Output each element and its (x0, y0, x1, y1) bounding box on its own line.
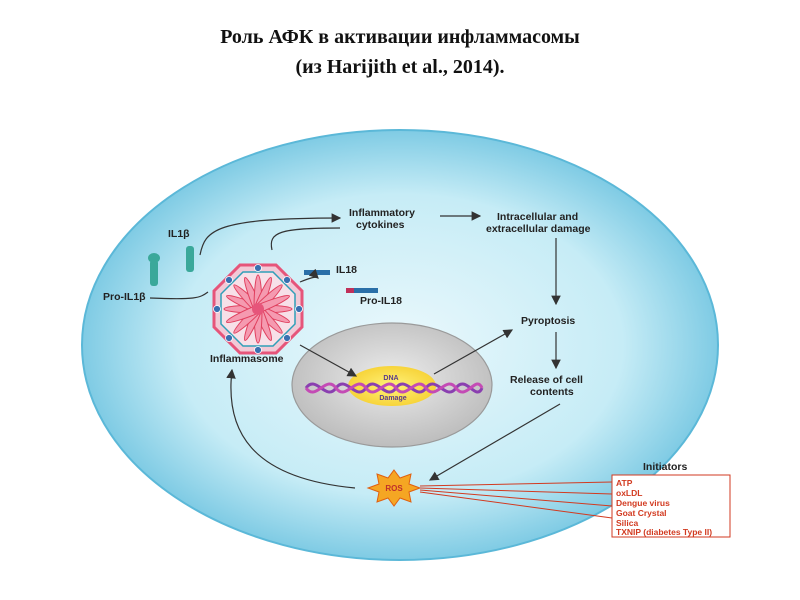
ros-burst: ROS (366, 469, 422, 507)
initiator-lines (419, 481, 613, 519)
ros-label: ROS (385, 484, 403, 493)
il1b-label: IL1β (168, 228, 190, 240)
arrow-ros-to-inflammasome (226, 368, 356, 489)
title-line-1: Роль АФК в активации инфламмасомы (220, 26, 580, 48)
dna-strand-b (304, 382, 484, 394)
initiator-item: TXNIP (diabetes Type II) (616, 527, 712, 537)
arrow-cytokines-branch (270, 227, 341, 251)
initiator-item: Goat Crystal (616, 508, 667, 518)
initiator-item: oxLDL (616, 488, 642, 498)
initiator-item: ATP (616, 478, 633, 488)
arrow-il18-out (299, 268, 319, 283)
initiators-heading: Initiators (643, 461, 687, 473)
pro-il1b-label: Pro-IL1β (103, 291, 146, 303)
arrow-pro-il1b-in (149, 291, 209, 300)
inflammatory-cytokines-label-1: Inflammatory (349, 207, 415, 219)
pro-il18-molecule-part-1 (346, 288, 354, 293)
release-label-1: Release of cell (510, 374, 583, 386)
il1b-molecule (186, 246, 194, 272)
page-title: Роль АФК в активации инфламмасомы (из Ha… (0, 22, 800, 82)
dna-label-1: DNA (383, 375, 398, 382)
il18-label: IL18 (336, 264, 357, 276)
pro-il18-molecule-part-2 (354, 288, 378, 293)
inflammasome-core (252, 303, 264, 315)
arrow-inflammasome-to-dna (299, 344, 358, 377)
inflammasome (212, 263, 304, 355)
pro-il1b-molecule (148, 253, 160, 286)
initiators-box (611, 474, 731, 538)
pyroptosis-label: Pyroptosis (521, 315, 575, 327)
arrow-release-to-ros (428, 403, 561, 481)
arrow-dna-to-pyroptosis (433, 329, 514, 375)
pro-il18-label: Pro-IL18 (360, 295, 402, 307)
inflammasome-label: Inflammasome (210, 353, 284, 365)
damage-label-1: Intracellular and (497, 211, 578, 223)
inflammasome-nodes (213, 264, 303, 354)
damage-label-2: extracellular damage (486, 223, 591, 235)
initiator-item: Silica (616, 518, 638, 528)
title-line-2: (из Harijith et al., 2014). (295, 56, 505, 78)
il18-molecule (304, 270, 330, 275)
arrow-to-cytokines (199, 213, 342, 256)
initiators-list: ATP oxLDL Dengue virus Goat Crystal Sili… (616, 478, 712, 537)
dna-label-2: Damage (379, 395, 406, 402)
release-label-2: contents (530, 386, 574, 398)
initiator-item: Dengue virus (616, 498, 670, 508)
pathway-arrows (149, 211, 561, 489)
inflammatory-cytokines-label-2: cytokines (356, 219, 405, 231)
